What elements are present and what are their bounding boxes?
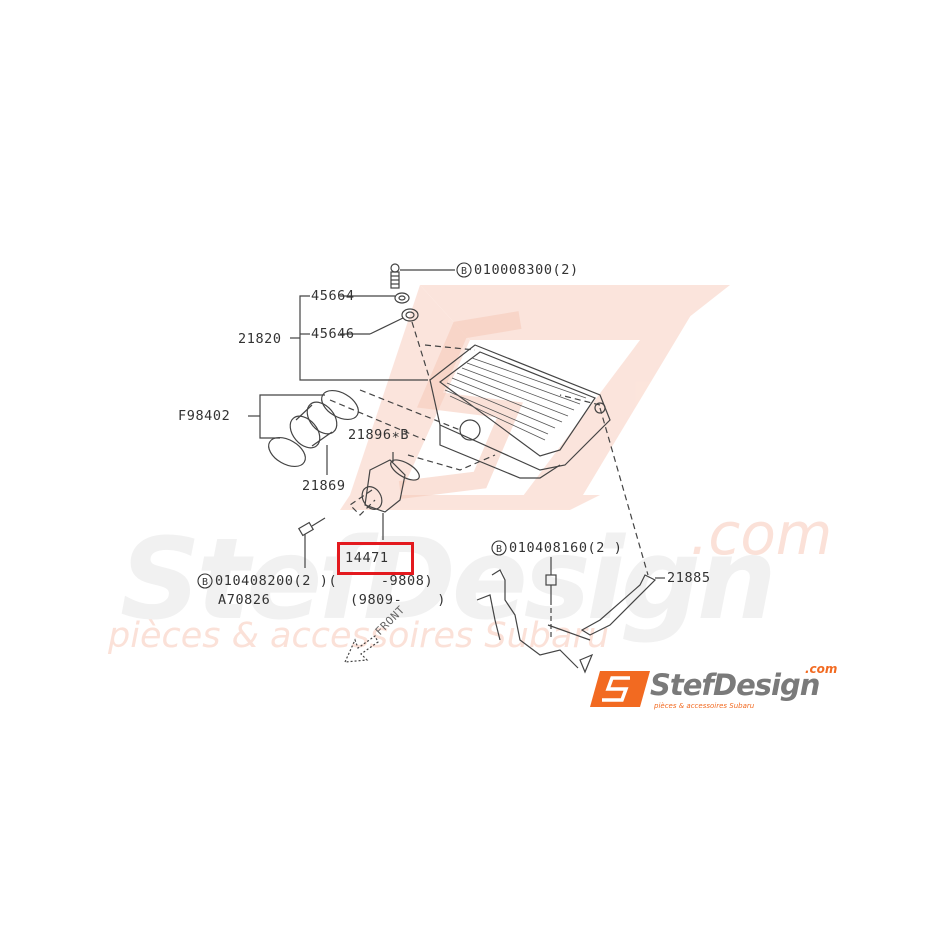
part-label-14471[interactable]: 14471 <box>345 550 389 566</box>
bolt-icon <box>390 263 400 289</box>
b-badge-icon <box>456 262 472 278</box>
logo-domain: .com <box>805 662 838 676</box>
part-label-21869: 21869 <box>302 478 346 494</box>
part-label-21896b: 21896∗B <box>348 427 410 443</box>
b-badge-icon <box>491 540 507 556</box>
watermark-domain: .com <box>690 500 833 568</box>
part-label-f98402: F98402 <box>178 408 231 424</box>
watermark-tagline: pièces & accessoires Subaru <box>108 616 610 656</box>
svg-text:B: B <box>202 577 208 588</box>
part-label-45646: 45646 <box>311 326 355 342</box>
highlight-box <box>337 542 414 575</box>
part-label-21885: 21885 <box>667 570 711 586</box>
part-label-a70826: A70826 <box>218 592 271 608</box>
logo-tagline: pièces & accessoires Subaru <box>654 702 755 710</box>
part-label-010408200: 010408200(2 )( -9808) <box>215 573 434 589</box>
part-label-010408160: 010408160(2 ) <box>509 540 623 556</box>
b-badge-icon <box>197 573 213 589</box>
sj-logo-icon <box>590 671 650 707</box>
part-label-date-range: (9809- ) <box>350 592 447 608</box>
svg-text:B: B <box>496 544 502 555</box>
stefdesign-logo: StefDesign .com pièces & accessoires Sub… <box>590 662 850 718</box>
part-label-010008300: 010008300(2) <box>474 262 579 278</box>
part-label-45664: 45664 <box>311 288 355 304</box>
part-label-21820: 21820 <box>238 331 282 347</box>
logo-brand: StefDesign <box>650 668 820 702</box>
svg-text:B: B <box>461 266 467 277</box>
watermark-brand: StefDesign <box>120 515 777 645</box>
